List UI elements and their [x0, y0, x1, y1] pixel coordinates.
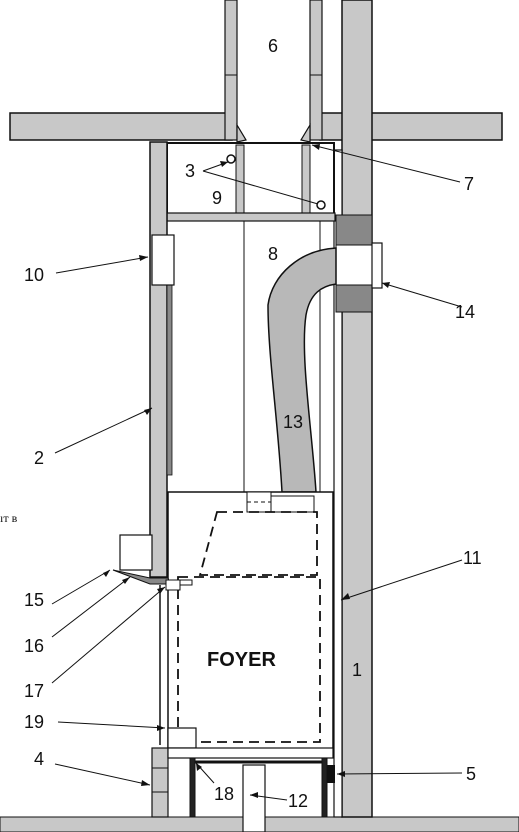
wall-outlet-upper: [335, 214, 373, 246]
base-vent-4: [151, 747, 169, 818]
callout-2: 2: [34, 448, 44, 468]
flexible-duct: [267, 247, 337, 493]
collar-right: [300, 122, 311, 143]
chamber-divider-left: [235, 144, 245, 216]
callout-7: 7: [464, 174, 474, 194]
support-left: [189, 757, 196, 818]
wall-lining: [333, 149, 343, 818]
air-pipe-12: [242, 764, 266, 832]
stray-text: ıт в: [0, 511, 18, 525]
callout-4: 4: [34, 749, 44, 769]
callout-5: 5: [466, 764, 476, 784]
callout-16: 16: [24, 636, 44, 656]
flue-wall-right: [309, 0, 323, 141]
masonry-wall: [341, 0, 373, 818]
callout-18: 18: [214, 784, 234, 804]
callout-3: 3: [185, 161, 195, 181]
callout-6: 6: [268, 36, 278, 56]
firebox-chamber: [177, 576, 321, 743]
deflector-bracket-2: [179, 579, 193, 586]
wall-outlet-grille: [371, 242, 383, 289]
callout-13: 13: [283, 412, 303, 432]
chamber-floor: [166, 212, 336, 222]
firebox-outline: [198, 511, 318, 576]
insert-casing: [167, 491, 334, 756]
foyer-label: FOYER: [207, 649, 276, 671]
ceiling-slab-left: [9, 112, 233, 141]
callout-11: 11: [463, 548, 482, 568]
callout-12: 12: [288, 791, 308, 811]
callout-1: 1: [352, 660, 362, 680]
hood-insulation: [166, 279, 173, 476]
deflector-bracket: [165, 579, 181, 591]
ash-door: [167, 727, 197, 749]
vent-circle-upper: [226, 154, 236, 164]
support-right: [321, 757, 328, 818]
callout-14: 14: [455, 302, 475, 322]
callout-9: 9: [212, 188, 222, 208]
collar-outlet: [270, 495, 315, 513]
plinth-frame: [167, 747, 334, 759]
vent-circle-lower: [316, 200, 326, 210]
wall-seal-5: [327, 765, 335, 783]
front-panel-top: [119, 534, 153, 571]
flue-wall-left: [224, 0, 238, 141]
wall-outlet-opening: [335, 244, 373, 286]
wall-outlet-lower: [335, 284, 373, 313]
hood-side-wall: [149, 141, 168, 578]
callout-19: 19: [24, 712, 44, 732]
collar-left: [236, 122, 247, 143]
inlet-grille: [151, 234, 175, 286]
chamber-divider-right: [301, 144, 311, 216]
callout-15: 15: [24, 590, 44, 610]
callout-10: 10: [24, 265, 44, 285]
callout-17: 17: [24, 681, 44, 701]
callout-8: 8: [268, 244, 278, 264]
leader-arrowheads: [103, 144, 390, 798]
